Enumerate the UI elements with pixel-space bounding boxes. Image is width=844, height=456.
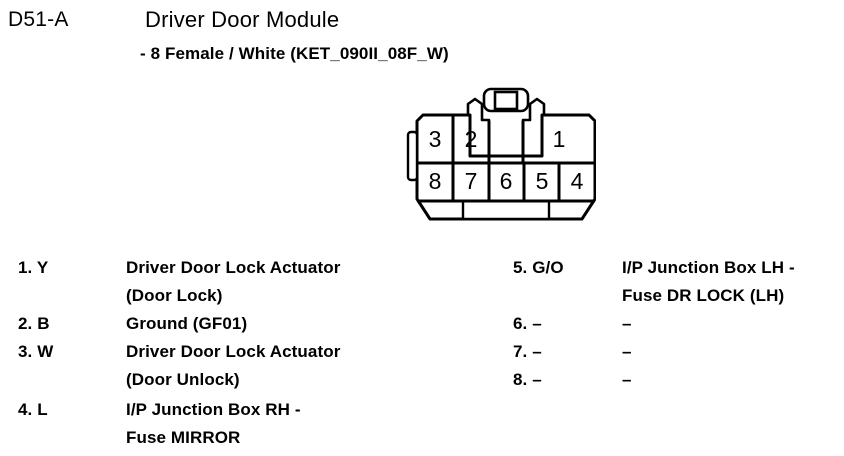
pin-description-line2: (Door Unlock) [126, 370, 240, 389]
pin-description: Driver Door Lock Actuator [126, 258, 341, 277]
pin-number-3: 3 [429, 126, 442, 152]
pin-assignment-list: 1. Y Driver Door Lock Actuator (Door Loc… [0, 250, 844, 456]
pin-description-line2: Fuse MIRROR [126, 428, 241, 447]
pin-description-line2: Fuse DR LOCK (LH) [622, 286, 785, 305]
pin-row: 2. B Ground (GF01) [0, 314, 420, 336]
pin-label: 4. L [18, 400, 48, 419]
side-tab-right [593, 131, 596, 181]
pin-number-7: 7 [465, 168, 478, 194]
pin-label: 2. B [18, 314, 50, 333]
pin-number-6: 6 [500, 168, 513, 194]
pin-label: 8. – [513, 370, 542, 389]
connector-subtitle: - 8 Female / White (KET_090II_08F_W) [140, 44, 449, 63]
pin-description: I/P Junction Box LH - [622, 258, 795, 277]
module-title: Driver Door Module [145, 7, 340, 32]
pin-description: – [622, 370, 632, 389]
pin-row-continuation: (Door Lock) [0, 286, 420, 308]
pin-number-1: 1 [553, 126, 566, 152]
pin-description: – [622, 314, 632, 333]
pin-row: 1. Y Driver Door Lock Actuator [0, 258, 420, 280]
pin-description: Ground (GF01) [126, 314, 248, 333]
pin-row: 8. – – [495, 370, 844, 392]
pin-row: 7. – – [495, 342, 844, 364]
pin-number-4: 4 [571, 168, 584, 194]
pin-description: Driver Door Lock Actuator [126, 342, 341, 361]
pin-row-continuation: Fuse MIRROR [0, 428, 420, 450]
pin-row: 3. W Driver Door Lock Actuator [0, 342, 420, 364]
pin-description: I/P Junction Box RH - [126, 400, 301, 419]
pin-description-line2: (Door Lock) [126, 286, 223, 305]
connector-code: D51-A [8, 8, 69, 31]
pin-row: 5. G/O I/P Junction Box LH - [495, 258, 844, 280]
latch-housing [482, 87, 530, 113]
side-tab-left [406, 130, 419, 182]
pin-label: 7. – [513, 342, 542, 361]
pin-number-5: 5 [536, 168, 549, 194]
pin-row-continuation: (Door Unlock) [0, 370, 420, 392]
pin-row-continuation: Fuse DR LOCK (LH) [495, 286, 844, 308]
pin-label: 3. W [18, 342, 54, 361]
pin-label: 6. – [513, 314, 542, 333]
bottom-tab [461, 199, 551, 221]
pin-number-2: 2 [465, 126, 478, 152]
connector-diagram: 3 2 1 8 7 6 5 4 [396, 80, 596, 230]
pin-description: – [622, 342, 632, 361]
pin-row: 4. L I/P Junction Box RH - [0, 400, 420, 422]
connector-body [415, 113, 596, 221]
pin-label: 5. G/O [513, 258, 564, 277]
pin-row: 6. – – [495, 314, 844, 336]
pin-number-8: 8 [429, 168, 442, 194]
pin-label: 1. Y [18, 258, 49, 277]
